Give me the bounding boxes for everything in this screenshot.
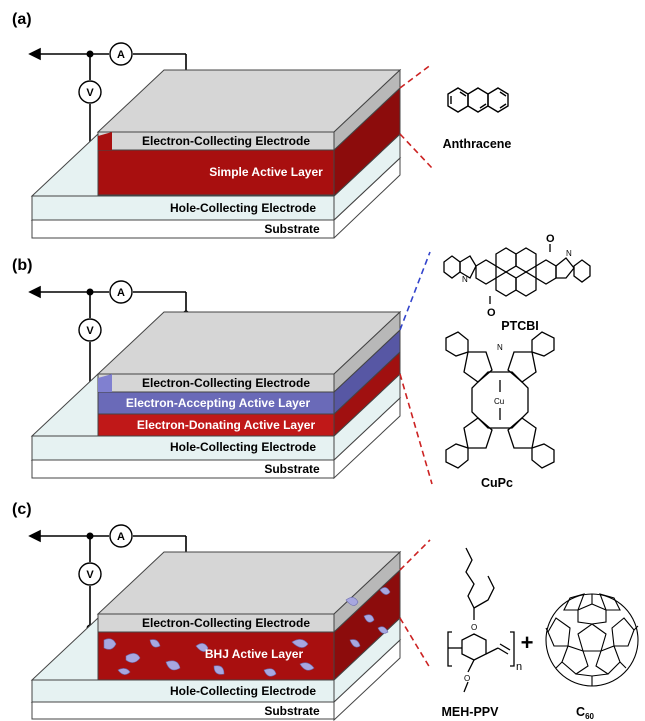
cupc-atom-n: N xyxy=(497,343,503,352)
ptcbi-atom-n2: N xyxy=(566,249,572,258)
panel-c-circuit xyxy=(28,529,187,628)
panel-c-acceptor-domains xyxy=(103,587,391,677)
panel-c-tag: (c) xyxy=(12,501,32,518)
panel-a-leader-top xyxy=(399,63,433,89)
ptcbi-atom-n1: N xyxy=(462,275,468,284)
panel-b-tag: (b) xyxy=(12,257,32,274)
panel-b-voltmeter-icon: V xyxy=(78,318,102,342)
ptcbi-atom-o1: O xyxy=(487,307,496,319)
meh-ppv-label: MEH-PPV xyxy=(442,705,500,719)
panel-b-acceptor-label: Electron-Accepting Active Layer xyxy=(126,396,311,410)
panel-c-node-top xyxy=(86,532,94,540)
panel-b-top-electrode-label: Electron-Collecting Electrode xyxy=(142,376,310,390)
panel-b-hole-electrode-label: Hole-Collecting Electrode xyxy=(170,440,316,454)
panel-b-node-top xyxy=(86,288,94,296)
panel-a-circuit xyxy=(28,47,187,148)
panel-c-substrate-label: Substrate xyxy=(264,704,320,718)
panel-b-device xyxy=(30,310,402,480)
panel-b: (b) A V xyxy=(12,233,591,490)
ptcbi-structure xyxy=(443,244,591,304)
panel-a-node-top xyxy=(86,50,94,58)
panel-a-hole-electrode-label: Hole-Collecting Electrode xyxy=(170,201,316,215)
plus-sign: + xyxy=(521,630,534,655)
c60-structure xyxy=(545,593,639,687)
panel-a-tag: (a) xyxy=(12,11,32,28)
c60-label: C60 xyxy=(576,705,594,721)
panel-c-leader-bottom xyxy=(399,617,431,669)
panel-c-hole-electrode-label: Hole-Collecting Electrode xyxy=(170,684,316,698)
svg-text:C60: C60 xyxy=(576,705,594,721)
panel-c-top-electrode-label: Electron-Collecting Electrode xyxy=(142,616,310,630)
panel-b-ammeter-icon: A xyxy=(109,280,133,304)
panel-a-leader-bottom xyxy=(399,133,433,169)
ptcbi-atom-o2: O xyxy=(546,233,555,245)
cupc-atom-cu: Cu xyxy=(494,397,504,406)
svg-text:V: V xyxy=(86,325,94,337)
panel-b-circuit xyxy=(28,285,187,388)
ptcbi-label: PTCBI xyxy=(501,319,539,333)
panel-a-active-label: Simple Active Layer xyxy=(209,165,323,179)
cupc-label: CuPc xyxy=(481,476,513,490)
svg-text:A: A xyxy=(117,531,125,543)
panel-c-leader-top xyxy=(399,539,431,571)
panel-a-ammeter-icon: A xyxy=(109,42,133,66)
panel-c: (c) A V xyxy=(12,501,639,721)
svg-text:V: V xyxy=(86,87,94,99)
panel-a: (a) A V xyxy=(12,11,512,239)
panel-b-donor-label: Electron-Donating Active Layer xyxy=(137,418,316,432)
panel-c-voltmeter-icon: V xyxy=(78,562,102,586)
anthracene-structure xyxy=(447,87,509,113)
panel-b-leader-red xyxy=(399,373,433,485)
panel-a-top-electrode-label: Electron-Collecting Electrode xyxy=(142,134,310,148)
svg-text:V: V xyxy=(86,569,94,581)
cupc-structure xyxy=(445,331,555,469)
meh-ppv-structure xyxy=(447,547,515,693)
panel-a-device xyxy=(30,68,402,239)
panel-a-substrate-label: Substrate xyxy=(264,222,320,236)
svg-text:A: A xyxy=(117,287,125,299)
meh-ppv-atom-o2: O xyxy=(464,674,470,683)
panel-b-leader-blue xyxy=(399,251,431,331)
panel-c-active-label: BHJ Active Layer xyxy=(205,647,304,661)
svg-text:A: A xyxy=(117,49,125,61)
panel-a-voltmeter-icon: V xyxy=(78,80,102,104)
meh-ppv-n: n xyxy=(516,661,522,673)
meh-ppv-atom-o1: O xyxy=(471,623,477,632)
panel-c-ammeter-icon: A xyxy=(109,524,133,548)
panel-b-substrate-label: Substrate xyxy=(264,462,320,476)
anthracene-label: Anthracene xyxy=(443,137,512,151)
